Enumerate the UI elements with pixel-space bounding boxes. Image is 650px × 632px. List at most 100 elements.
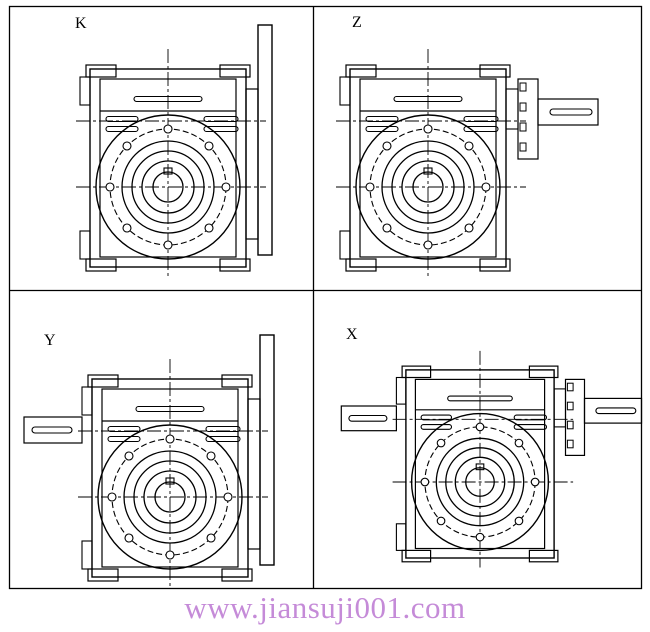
outer-disc [355,114,501,260]
bolt-hole [221,182,231,192]
bore [412,171,444,203]
housing-lug [479,64,511,78]
side-boss [339,230,351,260]
side-slot-right [463,115,499,123]
bolt-hole [163,240,173,250]
keyway [423,167,433,175]
motor-flange [259,334,275,566]
grid-frame [8,5,643,590]
top-slot [135,405,205,413]
output-shaft [537,98,599,126]
bore [152,171,184,203]
outer-disc [95,114,241,260]
bolt-hole [475,532,485,542]
top-slot [393,95,463,103]
input-shaft [340,405,397,432]
housing-lug [345,258,377,272]
bolt-hole [105,182,115,192]
housing-lug [87,568,119,582]
side-slot-right [463,125,499,133]
side-slot-left [420,423,453,430]
side-boss [79,76,91,106]
panel-z [336,49,599,277]
side-boss [81,386,93,416]
side-slot-right [513,414,548,421]
bolt-hole [436,516,446,526]
side-boss [395,376,407,405]
bolt-hole [436,438,446,448]
hub-ring [445,447,515,517]
side-slot-left [107,435,141,443]
side-slot-left [365,115,399,123]
side-slot-left [365,125,399,133]
flange-neck [247,398,261,550]
side-boss [79,230,91,260]
bolt-hole [204,141,214,151]
outer-disc [97,424,243,570]
bolt-hole [423,124,433,134]
side-boss [339,76,351,106]
bolt-hole [165,550,175,560]
flange-bolt [566,382,574,392]
side-slot-right [205,435,241,443]
side-slot-left [107,425,141,433]
flange-neck [245,88,259,240]
output-shaft [583,397,643,424]
housing-lug [221,374,253,388]
bolt-hole [365,182,375,192]
bolt-hole [420,477,430,487]
side-slot-right [203,115,239,123]
flange-bolt [566,401,574,411]
website-watermark[interactable]: www.jiansuji001.com [184,590,466,625]
panel-label-z: Z [352,14,362,31]
shaft-key [348,414,388,422]
input-shaft [23,416,83,444]
bolt-hole [124,533,134,543]
keyway [165,477,175,485]
bolt-hole [206,451,216,461]
hub-inner [454,456,506,508]
housing-lug [345,64,377,78]
keyway [163,167,173,175]
hub-inner [143,470,197,524]
bolt-hole [107,492,117,502]
flange-ring [381,140,475,234]
flange-ring [123,450,217,544]
bolt-hole [423,240,433,250]
housing-lug [479,258,511,272]
panel-y [23,334,275,587]
housing-lug [85,64,117,78]
flange-bolt [519,142,527,152]
bearing-cap [505,88,519,130]
outer-disc [410,412,550,552]
bolt-hole [382,141,392,151]
hub-inner [141,160,195,214]
flange-bolt [566,439,574,449]
bore [154,481,186,513]
bolt-hole [122,223,132,233]
hub-ring [391,150,465,224]
housing-lug [528,549,559,563]
panel-label-y: Y [44,332,56,349]
shaft-key [549,108,593,116]
bolt-hole [124,451,134,461]
bolt-hole [206,533,216,543]
housing-lug [528,365,559,379]
hub-inner [401,160,455,214]
keyway [475,463,485,471]
bolt-hole [475,422,485,432]
shaft-key [595,407,637,415]
housing-lug [401,549,432,563]
flange-bolt [519,122,527,132]
housing-lug [219,64,251,78]
side-slot-right [513,423,548,430]
flange-ring [435,437,525,527]
bearing-cap [553,388,567,428]
bolt-hole [514,438,524,448]
top-slot [447,395,513,402]
bolt-hole [163,124,173,134]
side-slot-right [205,425,241,433]
housing-lug [219,258,251,272]
bolt-hole [122,141,132,151]
panel-label-k: K [75,15,87,32]
